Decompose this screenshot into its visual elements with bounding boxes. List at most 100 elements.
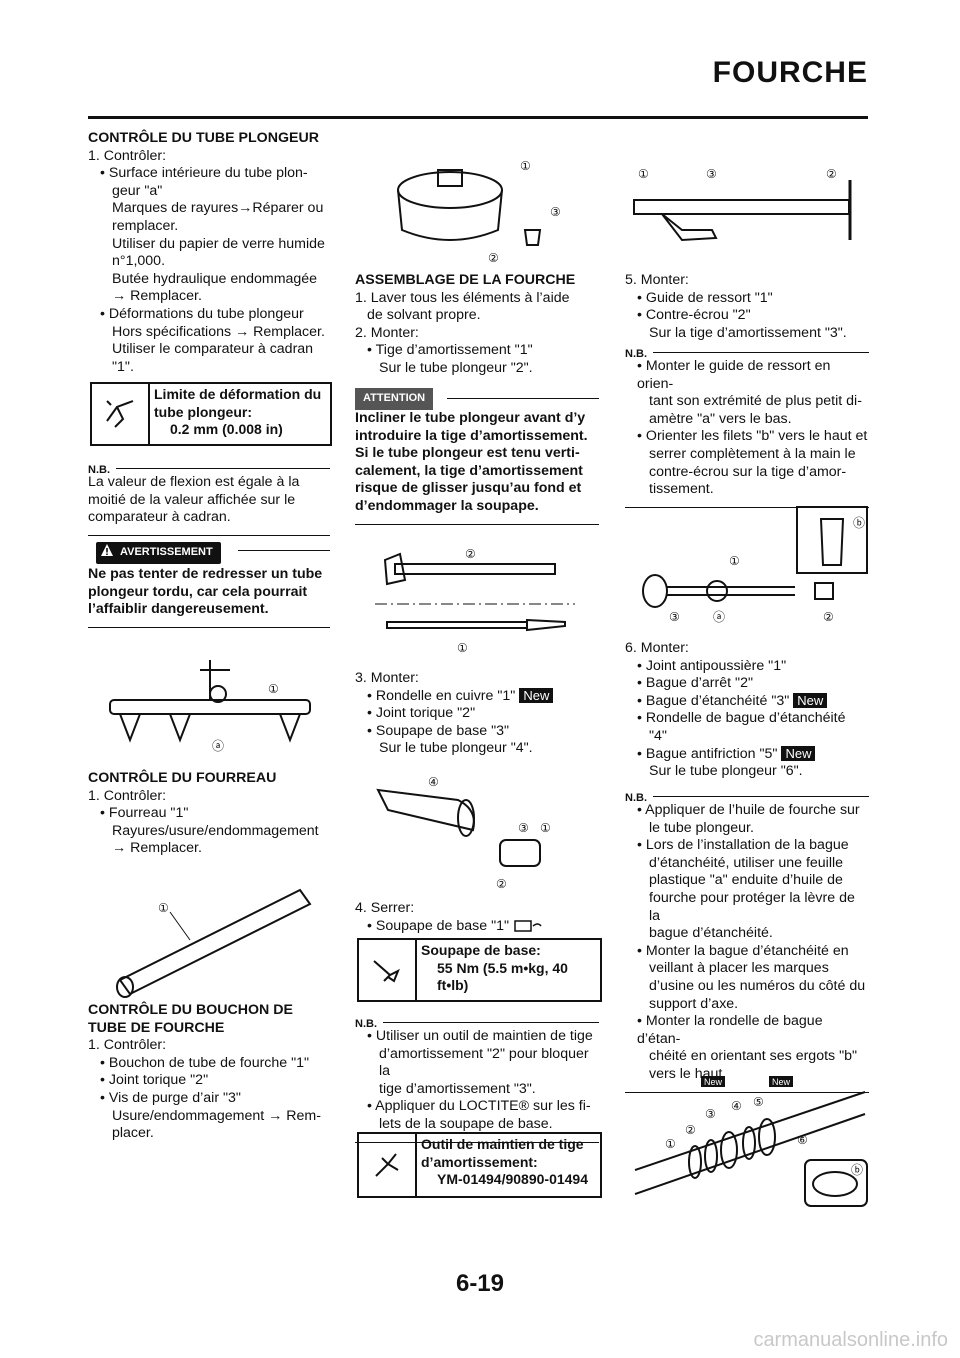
text-line: chéité en orientant ses ergots "b": [649, 1048, 858, 1065]
text-line: l’affaiblir dangereusement.: [88, 601, 269, 618]
divider: [355, 1141, 599, 1143]
step-3: 3. Monter: • Rondelle en cuivre "1"New •…: [355, 670, 599, 758]
text-line: de solvant propre.: [367, 307, 481, 324]
note-block: N.B. • Appliquer de l’huile de fourche s…: [625, 782, 869, 1093]
callout-2: ②: [823, 610, 834, 624]
text-line: → Remplacer.: [112, 288, 202, 305]
text-line: 1. Laver tous les éléments à l’aide: [355, 289, 570, 306]
callout-a: ⓐ: [713, 610, 725, 624]
text-line: • Bague d’étanchéité "3"New: [625, 692, 869, 711]
step-4: 4. Serrer: • Soupape de base "1": [355, 900, 599, 935]
callout-3: ③: [550, 205, 561, 219]
text-line: tige d’amortissement "3".: [379, 1080, 536, 1097]
spec-box-base-valve-torque: Soupape de base: 55 Nm (5.5 m•kg, 40 ft•…: [357, 938, 602, 1002]
text-line: fourche pour protéger la lèvre de la: [649, 889, 855, 924]
callout-1: ①: [457, 641, 468, 655]
text-line: "1".: [112, 358, 134, 375]
callout-1: ①: [520, 159, 531, 173]
torque-icon: [359, 940, 417, 1000]
nb-label: N.B.: [355, 1016, 599, 1030]
text-line: le tube plongeur.: [649, 819, 754, 836]
text-line: placer.: [112, 1125, 154, 1142]
callout-6: ⑥: [797, 1133, 808, 1147]
text-line: d’usine ou les numéros du côté du: [649, 977, 866, 994]
new-part-badge: New: [781, 745, 816, 761]
column-1: CONTRÔLE DU TUBE PLONGEUR 1. Contrôler: …: [88, 130, 330, 376]
callout-b: ⓑ: [851, 1163, 863, 1177]
section-fourreau: CONTRÔLE DU FOURREAU 1. Contrôler: • Fou…: [88, 770, 330, 858]
spec-label: tube plongeur:: [154, 403, 252, 420]
text-line: serrer complètement à la main le: [649, 445, 856, 462]
tool-label: d’amortissement:: [421, 1153, 538, 1170]
callout-2: ②: [496, 877, 507, 890]
callout-3: ③: [706, 167, 717, 181]
tool-box-damper-holder: Outil de maintien de tige d’amortissemen…: [357, 1132, 602, 1198]
spec-label: Limite de déformation du: [154, 386, 322, 402]
callout-4: ④: [428, 775, 439, 789]
divider: [88, 626, 330, 628]
divider: [88, 534, 330, 536]
divider: [625, 1091, 869, 1093]
text-line: Usure/endommagement → Rem-: [112, 1107, 321, 1124]
callout-2: ②: [685, 1123, 696, 1137]
spec-value: 55 Nm (5.5 m•kg, 40: [437, 959, 568, 976]
text-line: contre-écrou sur la tige d’amor-: [649, 463, 847, 480]
text-line: tant son extrémité de plus petit di-: [649, 393, 862, 410]
text-line: • Lors de l’installation de la bague: [637, 837, 849, 854]
text-line: 6. Monter:: [625, 640, 689, 656]
callout-3: ③: [705, 1107, 716, 1121]
text-line: tissement.: [649, 481, 714, 498]
divider: [625, 506, 869, 508]
text-line: bague d’étanchéité.: [649, 925, 773, 942]
measurement-icon: [92, 384, 150, 444]
text-line: • Bague d’arrêt "2": [637, 675, 753, 692]
text-line: Sur le tube plongeur "2".: [379, 359, 533, 376]
text-line: • Vis de purge d’air "3": [100, 1089, 241, 1106]
text-line: • Utiliser un outil de maintien de tige: [367, 1028, 593, 1044]
text-line: veillant à placer les marques: [649, 960, 829, 977]
nb-label: N.B.: [88, 462, 330, 476]
oil-seal-figure: New New ① ② ③ ④ ⑤ ⑥ ⓑ: [634, 1076, 868, 1207]
text-line: d’amortissement "2" pour bloquer la: [379, 1045, 589, 1080]
callout-5: ⑤: [753, 1095, 764, 1109]
warning-triangle-icon: [101, 544, 113, 556]
text-line: Sur le tube plongeur "6".: [649, 763, 803, 780]
text-line: • Rondelle de bague d’étanchéité: [637, 710, 846, 727]
text-line: • Appliquer du LOCTITE® sur les fi-: [367, 1098, 591, 1115]
spec-value: 0.2 mm (0.008 in): [170, 421, 283, 438]
nb-label: N.B.: [625, 790, 869, 804]
section-assemblage: ASSEMBLAGE DE LA FOURCHE 1. Laver tous l…: [355, 272, 599, 378]
dial-gauge-figure: ① ⓐ: [109, 660, 311, 753]
text-line: Si le tube plongeur est tenu verti-: [355, 445, 580, 462]
step-6: 6. Monter: • Joint antipoussière "1" • B…: [625, 640, 869, 781]
text-line: 3. Monter:: [355, 670, 419, 686]
text-line: • Orienter les filets "b" vers le haut e…: [637, 428, 868, 445]
text-line: • Joint torique "2": [100, 1072, 209, 1089]
text-line: moitié de la valeur affichée sur le: [88, 491, 296, 508]
note-block: N.B. • Monter le guide de ressort en ori…: [625, 338, 869, 508]
text-line: comparateur à cadran.: [88, 509, 231, 526]
callout-3: ③: [669, 610, 680, 624]
callout-4: ④: [731, 1099, 742, 1113]
note-block: N.B. La valeur de flexion est égale à la…: [88, 454, 330, 536]
tool-label: Outil de maintien de tige: [421, 1136, 584, 1152]
text-line: lets de la soupape de base.: [379, 1115, 553, 1132]
callout-1: ①: [638, 167, 649, 181]
text-line: • Contre-écrou "2": [637, 307, 751, 324]
text-line: d’étanchéité, utiliser une feuille: [649, 854, 844, 871]
callout-2: ②: [465, 547, 476, 561]
note-block: N.B. • Utiliser un outil de maintien de …: [355, 1008, 599, 1143]
section-bouchon: CONTRÔLE DU BOUCHON DE TUBE DE FOURCHE 1…: [88, 1002, 330, 1143]
title-rule: [88, 116, 868, 119]
base-valve-figure: ④ ③ ① ②: [376, 775, 551, 890]
section-heading: TUBE DE FOURCHE: [88, 1019, 225, 1036]
attention-badge: ATTENTION: [355, 388, 434, 410]
text-line: • Soupape de base "1": [355, 918, 599, 936]
text-line: 4. Serrer:: [355, 900, 415, 916]
text-line: Utiliser du papier de verre humide: [112, 235, 325, 252]
text-line: • Guide de ressort "1": [637, 289, 773, 306]
tool-icon: [359, 1134, 417, 1196]
text-line: amètre "a" vers le bas.: [649, 410, 792, 427]
text-line: • Appliquer de l’huile de fourche sur: [637, 802, 860, 818]
text-line: • Joint antipoussière "1": [637, 657, 787, 674]
